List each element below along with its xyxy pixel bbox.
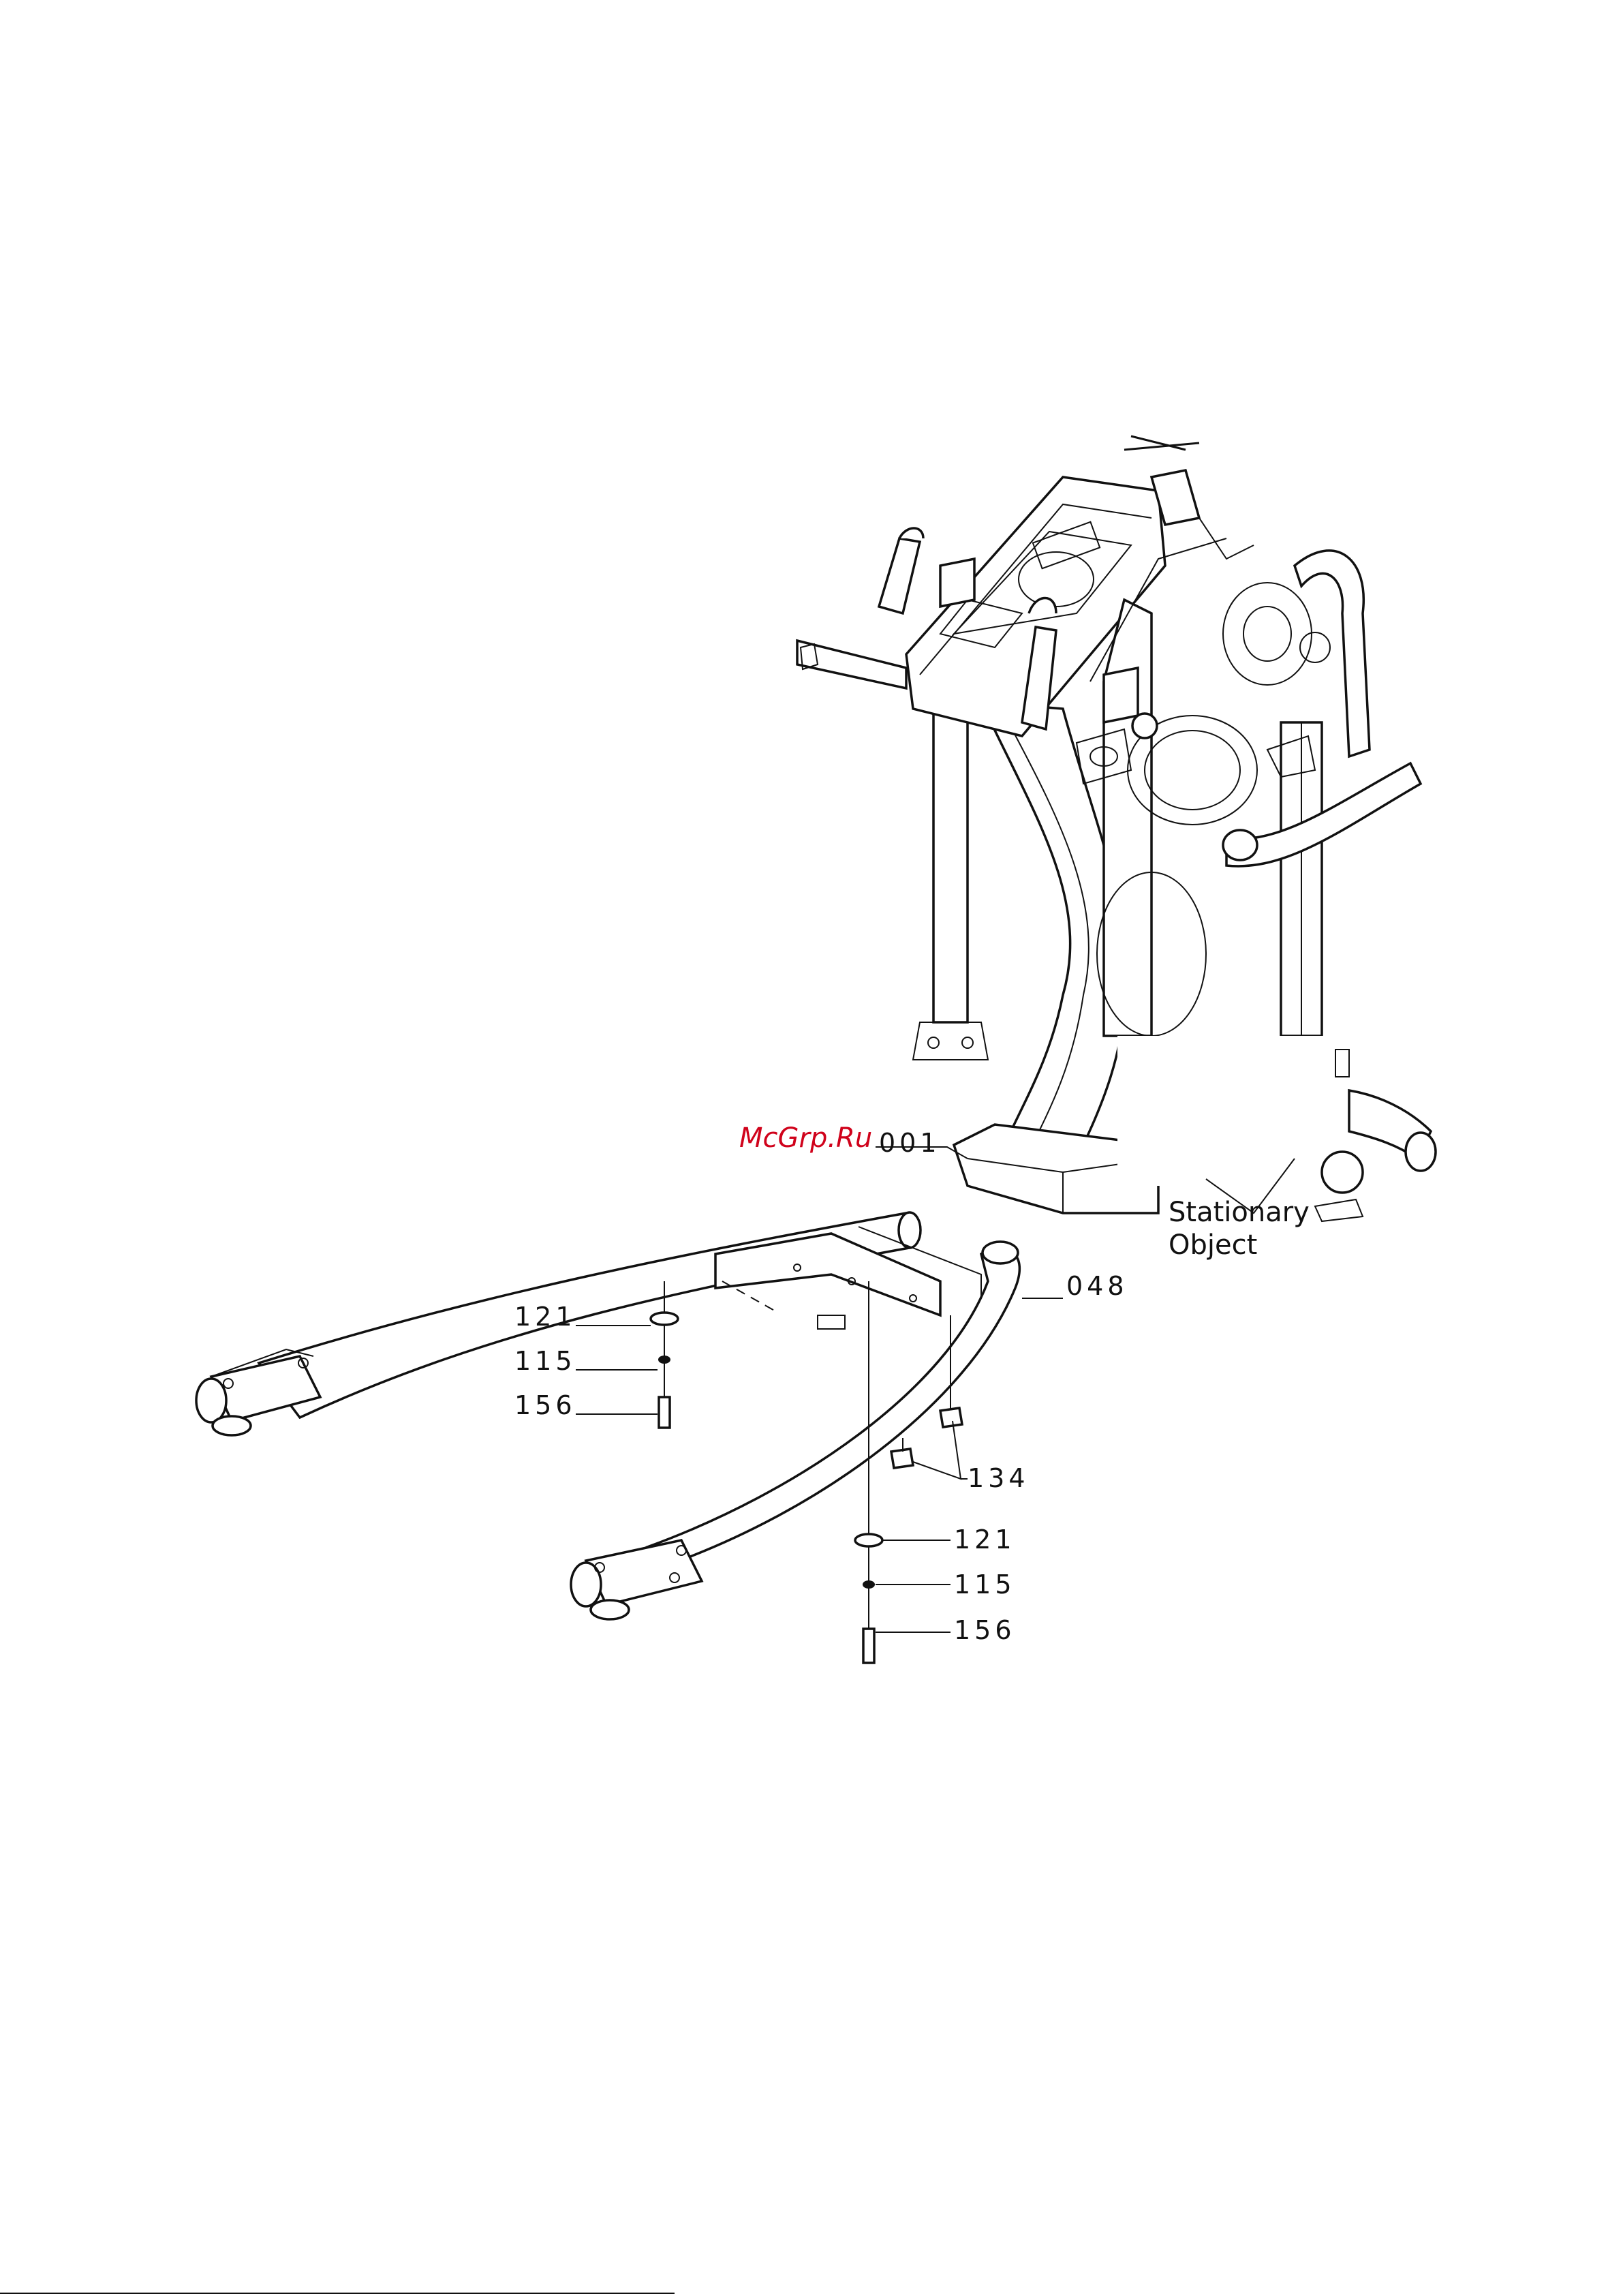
- stationary-object-label-line1: Stationary: [1169, 1197, 1310, 1228]
- hardware-left: [651, 1281, 678, 1428]
- callout-121-right: 121: [954, 1525, 1016, 1555]
- callout-156-left: 156: [514, 1390, 576, 1420]
- hardware-right: [855, 1281, 962, 1663]
- callout-001: 001: [879, 1128, 941, 1158]
- machine-body: [797, 436, 1436, 1221]
- callout-115-right: 115: [954, 1570, 1016, 1599]
- stabilizer-assembly: [196, 1212, 1019, 1619]
- callout-134: 134: [968, 1463, 1030, 1493]
- callout-048: 048: [1066, 1271, 1128, 1301]
- callout-156-right: 156: [954, 1615, 1016, 1645]
- watermark: McGrp.Ru: [739, 1122, 872, 1154]
- callout-121-left: 121: [514, 1302, 576, 1332]
- stationary-object-label-line2: Object: [1169, 1229, 1257, 1261]
- callout-115-left: 115: [514, 1346, 576, 1376]
